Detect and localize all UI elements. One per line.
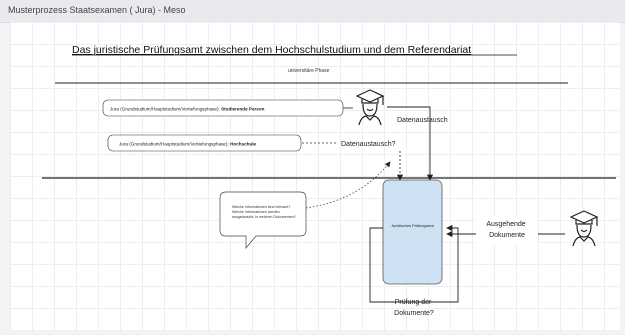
box-student-text: Jura (Grundstudium/Hauptstudium/Vertiefu… — [110, 107, 265, 112]
dotted-curve-bubble — [305, 161, 391, 209]
speech-bubble-text: Welche Informationen sind relevant? Welc… — [232, 205, 296, 219]
label-outgoing: Ausgehende Dokumente — [486, 221, 527, 239]
arrow-student-office — [387, 106, 434, 181]
label-datenaustausch: Datenaustausch — [397, 117, 448, 124]
diagram-heading: Das juristische Prüfungsamt zwischen dem… — [72, 44, 471, 56]
box-university-prefix: Jura (Grundstudium/Hauptstudium/Vertiefu… — [119, 142, 230, 147]
window-title: Musterprozess Staatsexamen ( Jura) - Mes… — [8, 5, 186, 15]
box-university-bold: Hochschule — [230, 142, 256, 147]
title-bar: Musterprozess Staatsexamen ( Jura) - Mes… — [0, 0, 625, 23]
diagram-canvas[interactable]: Das juristische Prüfungsamt zwischen dem… — [10, 22, 620, 330]
box-student-bold: Studierende Person — [221, 107, 265, 112]
box-university[interactable] — [107, 134, 302, 152]
label-outgoing-bg — [476, 216, 538, 244]
box-university-text: Jura (Grundstudium/Hauptstudium/Vertiefu… — [119, 142, 257, 147]
label-datenaustausch-q: Datenaustausch? — [341, 141, 396, 148]
graduate-icon — [569, 210, 599, 247]
arrow-check-loop — [369, 224, 459, 303]
section-label: universitäre Phase — [288, 68, 330, 74]
speech-bubble — [219, 191, 307, 249]
box-exam-office[interactable] — [382, 179, 443, 285]
box-exam-office-label: Juristisches Prüfungsamt — [391, 224, 434, 228]
graduate-icon — [355, 89, 385, 126]
box-student-prefix: Jura (Grundstudium/Hauptstudium/Vertiefu… — [110, 107, 221, 112]
label-check: Prüfung der Dokumente? — [394, 299, 434, 317]
